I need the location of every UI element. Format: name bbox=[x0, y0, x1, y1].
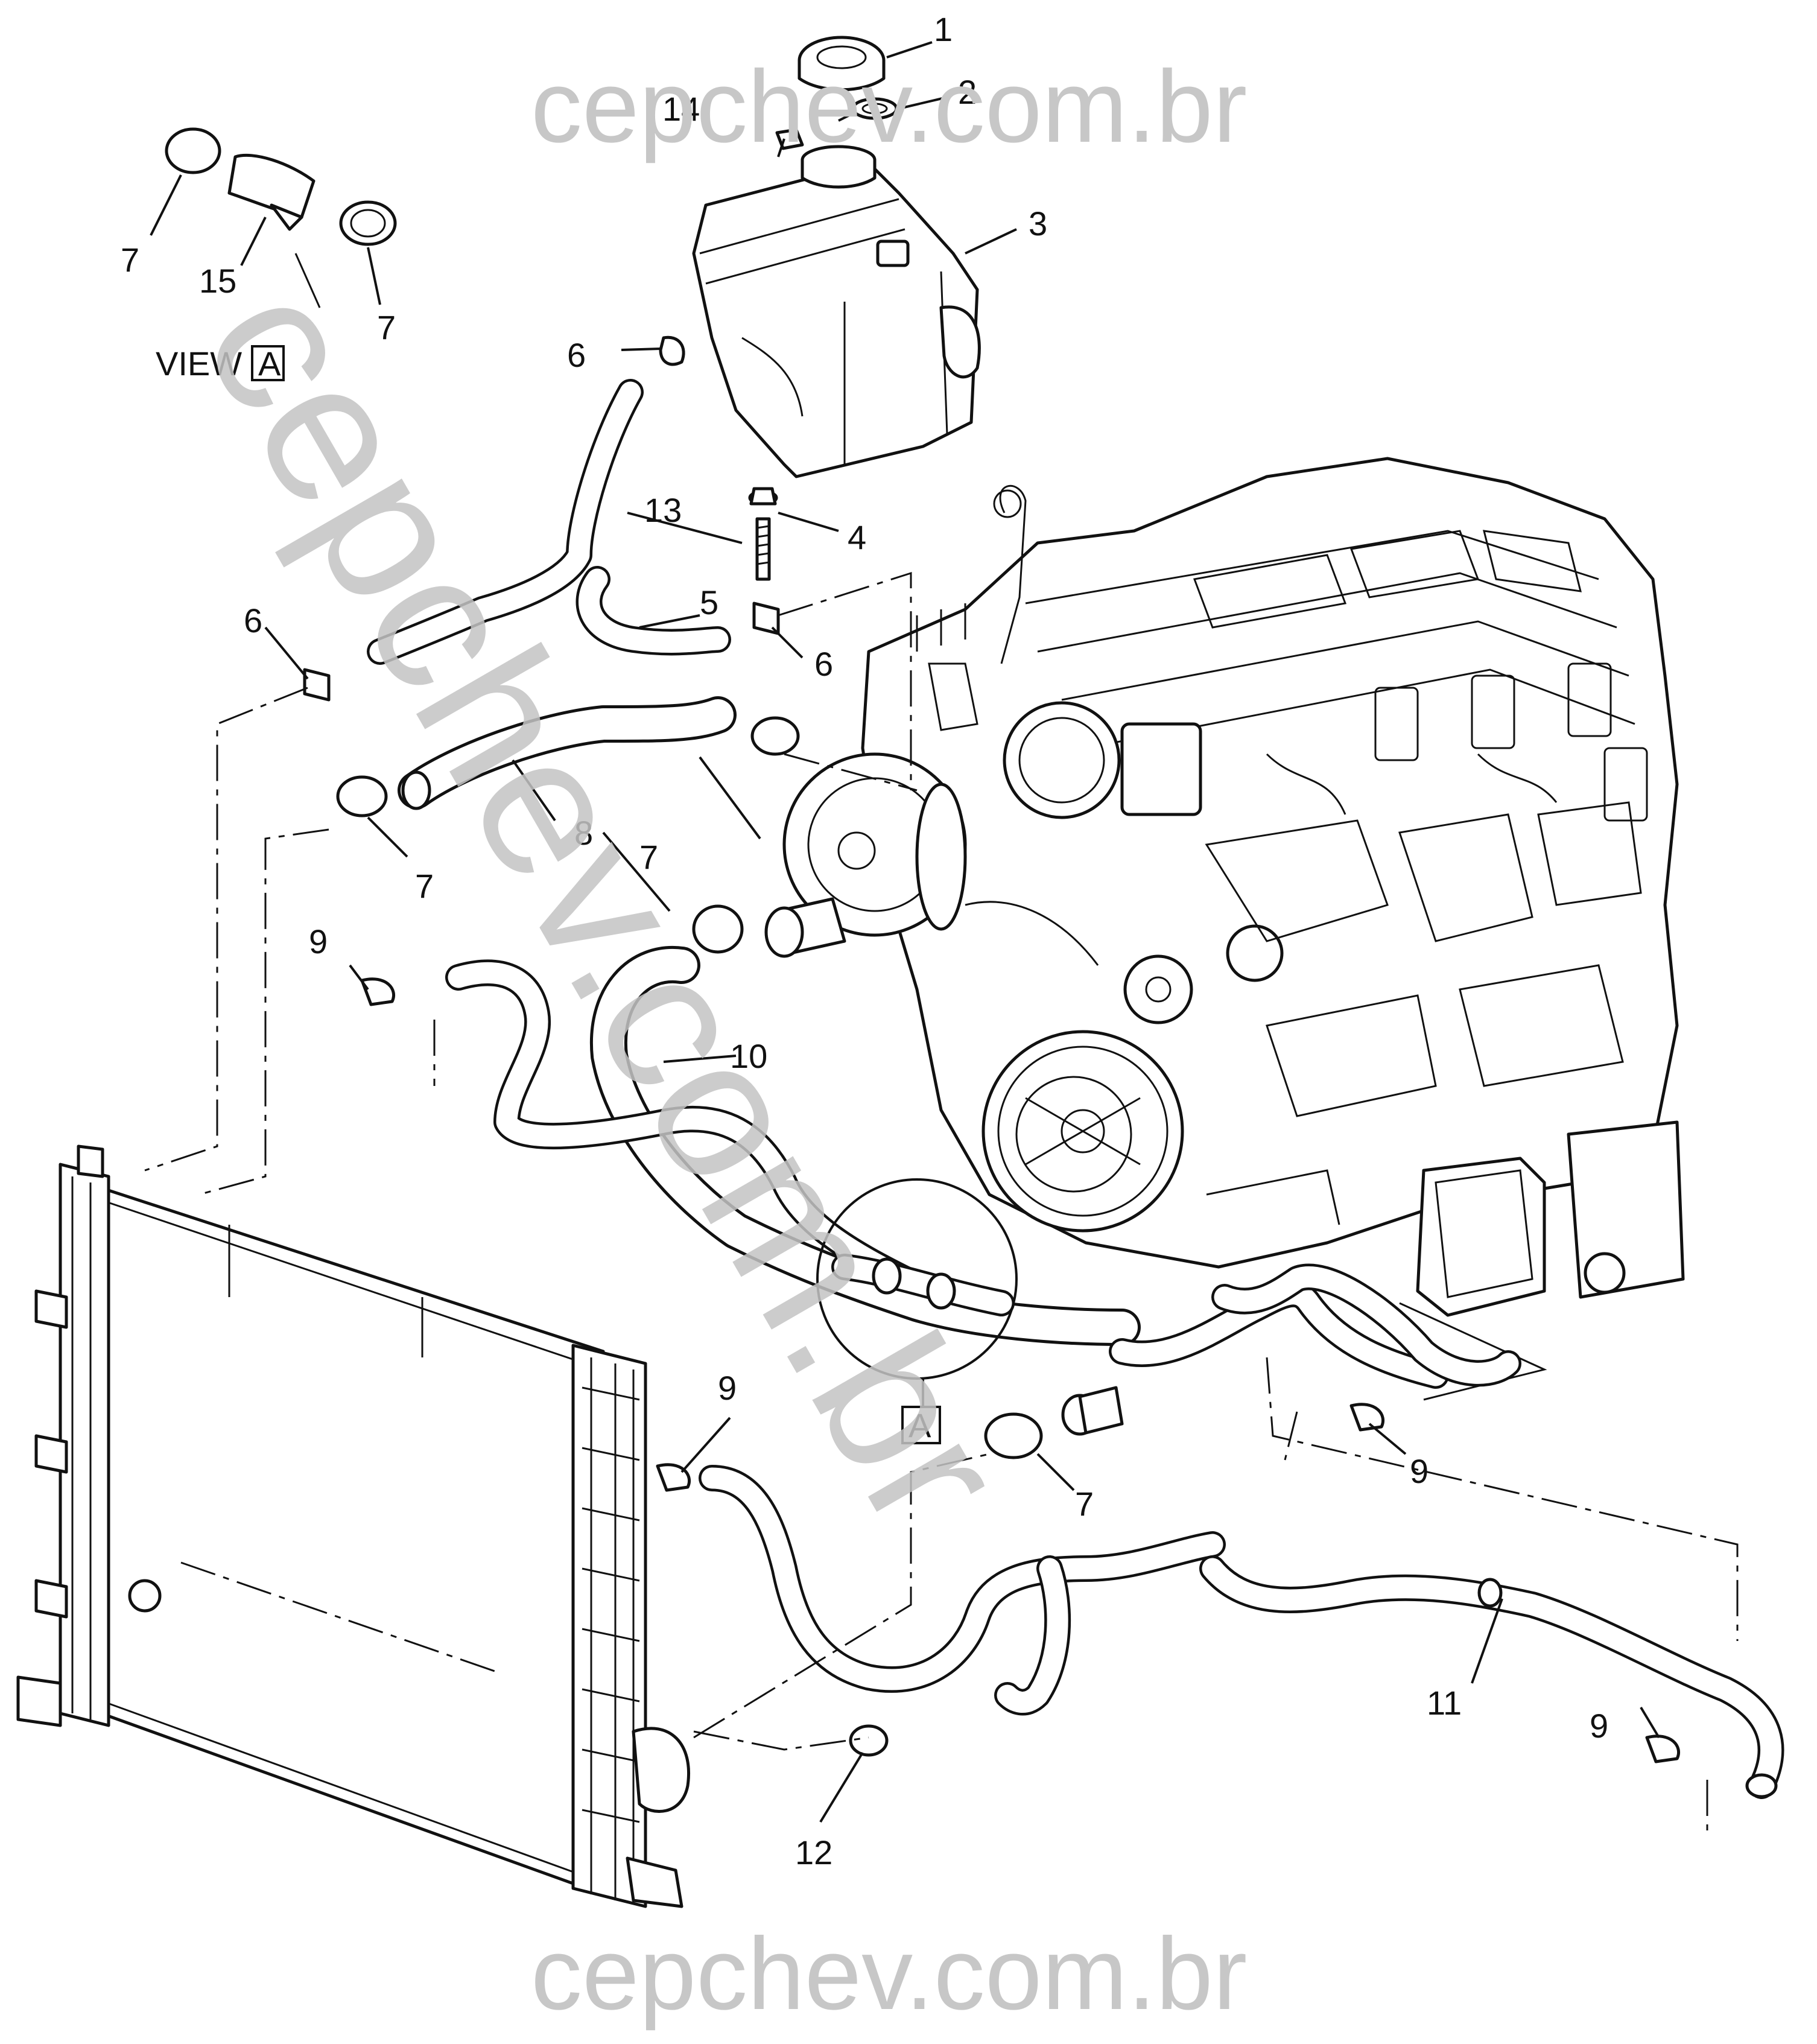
callout-7-a: 7 bbox=[121, 241, 139, 279]
callout-6-a: 6 bbox=[567, 336, 586, 374]
callout-15: 15 bbox=[199, 262, 236, 300]
callout-2: 2 bbox=[958, 73, 977, 111]
callout-numbers: 1 2 3 4 5 6 6 6 7 7 7 7 7 7 8 9 9 9 9 10… bbox=[121, 10, 1608, 1871]
callout-1: 1 bbox=[934, 10, 953, 48]
stud-and-nut bbox=[749, 487, 777, 581]
radiator-cap bbox=[798, 36, 886, 92]
hose-11 bbox=[699, 1465, 1784, 1799]
watermark-bottom: cepchev.com.br bbox=[531, 1917, 1247, 2031]
callout-4: 4 bbox=[848, 518, 866, 556]
callout-9-b: 9 bbox=[718, 1369, 737, 1407]
hose-8 bbox=[398, 696, 737, 810]
leader-lines bbox=[150, 41, 1660, 1823]
callout-9-c: 9 bbox=[1410, 1452, 1429, 1490]
callout-3: 3 bbox=[1029, 205, 1047, 243]
detail-circle-a bbox=[816, 1178, 1018, 1406]
routing-lines bbox=[144, 571, 1739, 1834]
callout-13: 13 bbox=[644, 491, 682, 529]
callout-7-e: 7 bbox=[1075, 1485, 1094, 1523]
watermark-top: cepchev.com.br bbox=[531, 49, 1247, 164]
callout-9-a: 9 bbox=[309, 922, 328, 960]
radiator bbox=[16, 1144, 690, 1908]
hose-10 bbox=[445, 945, 1521, 1436]
callout-8: 8 bbox=[574, 814, 593, 852]
detail-marker-letter: A bbox=[908, 1406, 931, 1444]
detail-marker-a: A bbox=[901, 1406, 941, 1444]
coolant-reservoir bbox=[692, 145, 981, 506]
cap-seal bbox=[851, 97, 898, 120]
callout-6-c: 6 bbox=[814, 645, 833, 683]
callout-6-b: 6 bbox=[244, 601, 262, 640]
callout-14: 14 bbox=[662, 90, 700, 128]
callout-5: 5 bbox=[700, 583, 718, 621]
hose-5 bbox=[367, 379, 731, 665]
view-a-label: VIEW A bbox=[156, 344, 285, 382]
view-label-letter: A bbox=[258, 344, 281, 382]
callout-7-d: 7 bbox=[639, 838, 658, 876]
callout-11: 11 bbox=[1427, 1684, 1462, 1722]
callout-7-b: 7 bbox=[377, 308, 396, 346]
callout-7-c: 7 bbox=[415, 867, 434, 905]
callout-12: 12 bbox=[795, 1833, 832, 1871]
view-label-text: VIEW bbox=[156, 344, 242, 382]
callout-9-d: 9 bbox=[1590, 1707, 1608, 1745]
engine-assembly bbox=[764, 457, 1685, 1401]
callout-10: 10 bbox=[730, 1037, 767, 1075]
